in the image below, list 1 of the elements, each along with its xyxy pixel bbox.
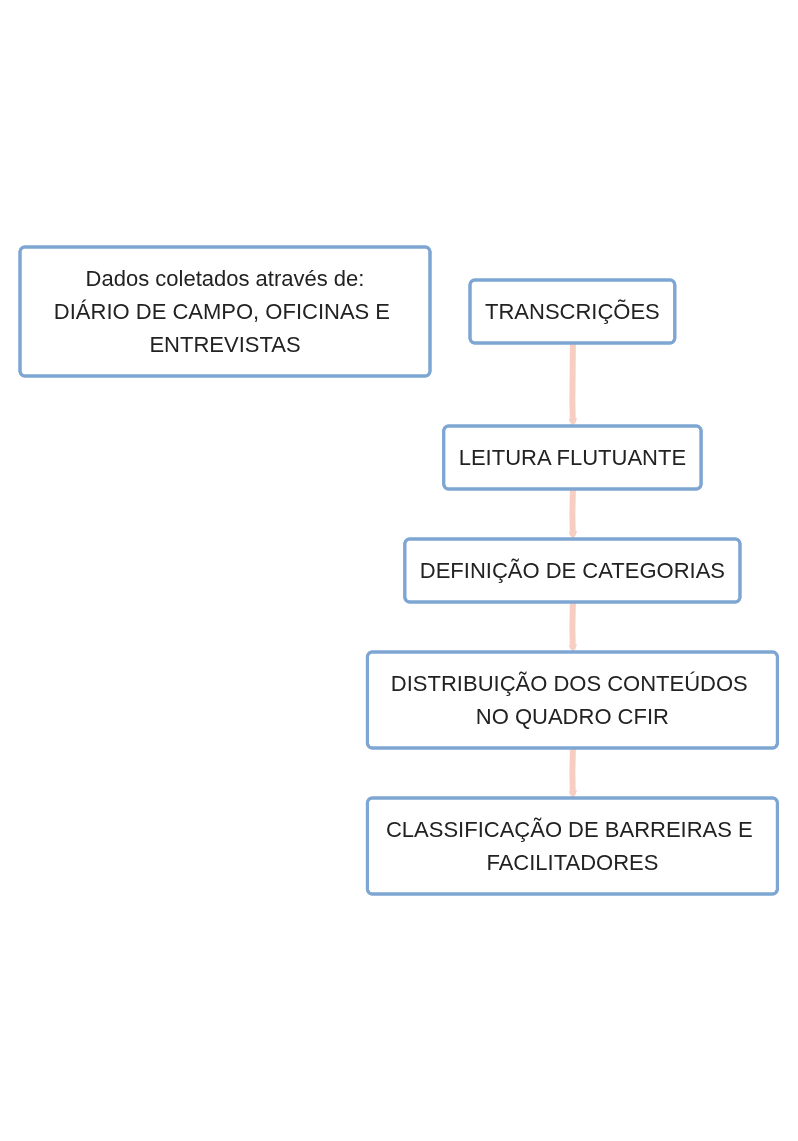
- arrow: [568, 343, 578, 427]
